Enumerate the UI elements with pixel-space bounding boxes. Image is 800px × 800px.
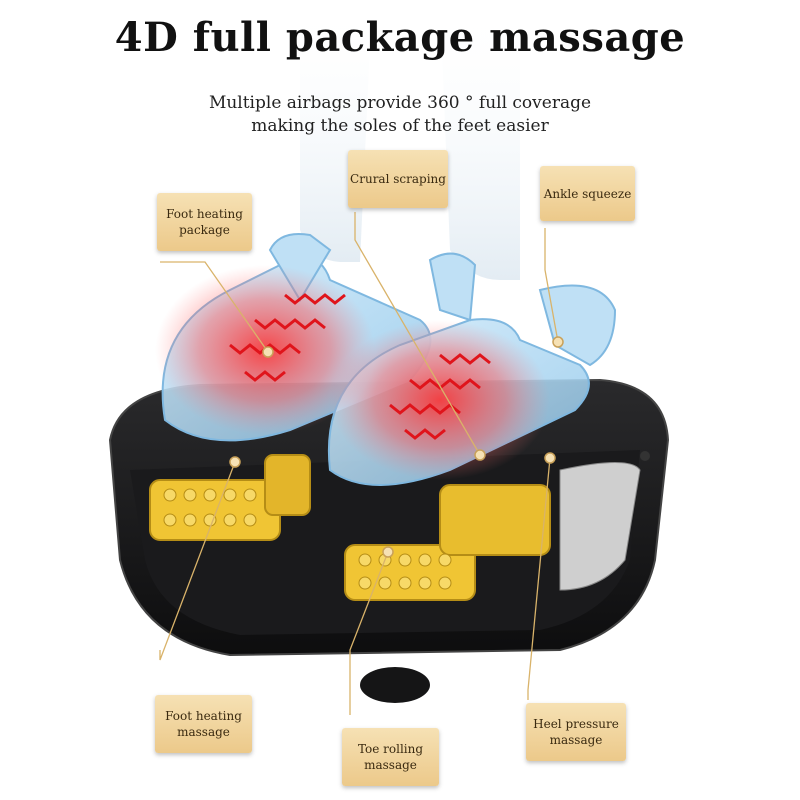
callout-text: Foot heating xyxy=(166,207,243,221)
callout-foot-heating-package: Foot heating package xyxy=(157,193,252,251)
callout-foot-heating-massage: Foot heating massage xyxy=(155,695,252,753)
subtitle-line-2: making the soles of the feet easier xyxy=(251,116,549,136)
callout-crural-scraping: Crural scraping xyxy=(348,150,448,208)
page-title: 4D full package massage xyxy=(114,14,686,61)
callout-toe-rolling-massage: Toe rolling massage xyxy=(342,728,439,786)
rollers xyxy=(149,454,551,601)
page-subtitle: Multiple airbags provide 360 ° full cove… xyxy=(0,92,800,138)
callout-ankle-squeeze: Ankle squeeze xyxy=(540,166,635,221)
callout-text: Toe rolling xyxy=(357,742,424,756)
callout-text: package xyxy=(179,223,230,237)
callout-text: Crural scraping xyxy=(350,172,446,186)
callout-text: Foot heating xyxy=(165,709,242,723)
callout-dot-icon xyxy=(229,336,564,558)
leader-lines xyxy=(159,212,559,715)
callout-text: Heel pressure xyxy=(533,717,619,731)
callout-text: massage xyxy=(177,725,230,739)
callout-text: Ankle squeeze xyxy=(543,186,632,201)
callout-heel-pressure-massage: Heel pressure massage xyxy=(526,703,626,761)
subtitle-line-1: Multiple airbags provide 360 ° full cove… xyxy=(208,93,592,113)
heat-wave-icon xyxy=(229,293,491,440)
callout-text: massage xyxy=(549,733,603,747)
callout-text: massage xyxy=(364,758,417,772)
